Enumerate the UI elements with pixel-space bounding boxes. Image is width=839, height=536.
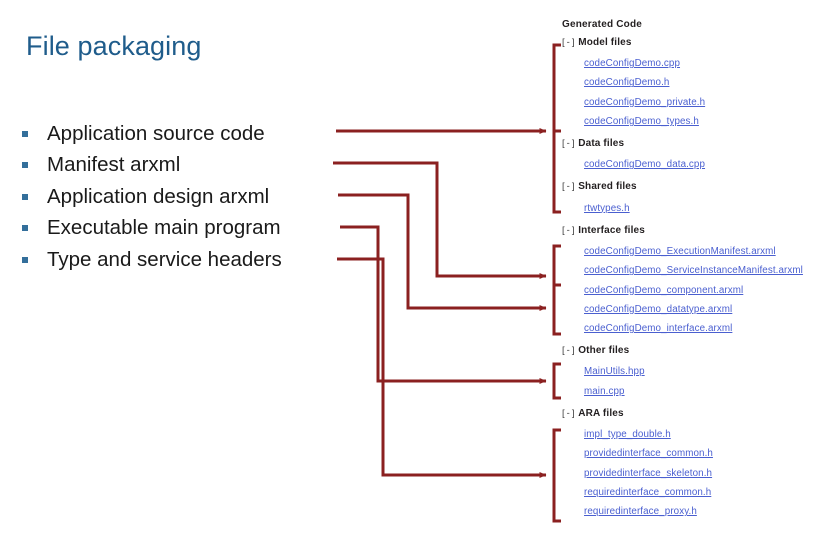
bracket-ara — [552, 428, 561, 523]
tree-group-label: Interface files — [578, 224, 645, 236]
list-item-label: Executable main program — [47, 216, 281, 239]
collapse-toggle-icon[interactable]: [ - ] — [562, 345, 575, 357]
bracket-interface — [552, 244, 561, 336]
tree-file-item[interactable]: impl_type_double.h — [562, 425, 837, 444]
list-item-label: Application design arxml — [47, 184, 270, 208]
file-link[interactable]: codeConfigDemo.cpp — [584, 58, 681, 70]
list-item: Executable main program — [22, 213, 342, 245]
tree-file-item[interactable]: main.cpp — [562, 382, 837, 401]
bullet-square-icon — [22, 162, 28, 169]
bullet-square-icon — [22, 225, 28, 232]
tree-group-other-files: [ - ] Other files MainUtils.hpp main.cpp — [562, 345, 837, 401]
tree-group-model-files: [ - ] Model files codeConfigDemo.cpp cod… — [562, 37, 837, 131]
collapse-toggle-icon[interactable]: [ - ] — [562, 138, 575, 150]
bullet-square-icon — [22, 193, 28, 200]
tree-file-item[interactable]: codeConfigDemo_data.cpp — [562, 155, 837, 174]
file-link[interactable]: codeConfigDemo_component.arxml — [584, 284, 744, 296]
bullet-square-icon — [22, 130, 28, 137]
tree-group-label: Other files — [578, 345, 630, 357]
tree-group-ara-files: [ - ] ARA files impl_type_double.h provi… — [562, 408, 837, 521]
tree-group-label: Data files — [578, 138, 625, 150]
collapse-toggle-icon[interactable]: [ - ] — [562, 181, 575, 193]
tree-file-item[interactable]: requiredinterface_proxy.h — [562, 502, 837, 521]
tree-group-interface-files: [ - ] Interface files codeConfigDemo_Exe… — [562, 225, 837, 338]
list-item: Type and service headers — [22, 244, 342, 276]
tree-file-item[interactable]: providedinterface_common.h — [562, 444, 837, 463]
list-item-label: Type and service headers — [47, 247, 282, 271]
connector-main-program — [340, 225, 547, 384]
file-link[interactable]: MainUtils.hpp — [584, 366, 645, 378]
tree-group-header[interactable]: [ - ] Other files — [562, 345, 837, 362]
tree-group-data-files: [ - ] Data files codeConfigDemo_data.cpp — [562, 138, 837, 174]
file-link[interactable]: requiredinterface_common.h — [584, 486, 712, 498]
list-item: Manifest arxml — [22, 150, 342, 182]
tree-group-header[interactable]: [ - ] Shared files — [562, 181, 837, 198]
generated-code-tree: Generated Code [ - ] Model files codeCon… — [562, 19, 837, 522]
list-item-label: Application source code — [47, 121, 265, 145]
tree-file-item[interactable]: codeConfigDemo.h — [562, 73, 837, 92]
list-item: Application source code — [22, 118, 342, 150]
file-link[interactable]: codeConfigDemo_ServiceInstanceManifest.a… — [584, 265, 803, 277]
file-link[interactable]: providedinterface_skeleton.h — [584, 467, 713, 479]
tree-file-item[interactable]: providedinterface_skeleton.h — [562, 463, 837, 482]
bracket-model-data-shared — [552, 43, 561, 214]
tree-group-label: ARA files — [578, 407, 624, 419]
tree-group-header[interactable]: [ - ] Model files — [562, 37, 837, 54]
tree-file-item[interactable]: rtwtypes.h — [562, 198, 837, 217]
tree-file-item[interactable]: codeConfigDemo_datatype.arxml — [562, 300, 837, 319]
tree-file-item[interactable]: codeConfigDemo_types.h — [562, 112, 837, 131]
file-link[interactable]: codeConfigDemo_types.h — [584, 116, 699, 128]
tree-file-item[interactable]: codeConfigDemo_interface.arxml — [562, 319, 837, 338]
connector-manifest — [333, 161, 547, 279]
tree-group-label: Model files — [578, 37, 632, 48]
file-link[interactable]: codeConfigDemo_data.cpp — [584, 159, 706, 171]
file-link[interactable]: codeConfigDemo.h — [584, 77, 670, 89]
collapse-toggle-icon[interactable]: [ - ] — [562, 37, 575, 48]
tree-file-item[interactable]: codeConfigDemo.cpp — [562, 54, 837, 73]
list-item: Application design arxml — [22, 181, 342, 213]
connector-design-arxml — [338, 193, 547, 311]
file-link[interactable]: rtwtypes.h — [584, 202, 630, 214]
file-link[interactable]: codeConfigDemo_interface.arxml — [584, 323, 733, 335]
file-link[interactable]: codeConfigDemo_datatype.arxml — [584, 303, 733, 315]
file-link[interactable]: providedinterface_common.h — [584, 448, 713, 460]
bullet-list: Application source code Manifest arxml A… — [22, 118, 342, 276]
tree-group-header[interactable]: [ - ] ARA files — [562, 408, 837, 425]
bullet-square-icon — [22, 256, 28, 263]
tree-root-label: Generated Code — [562, 19, 643, 30]
tree-file-item[interactable]: codeConfigDemo_ServiceInstanceManifest.a… — [562, 261, 837, 280]
connector-type-headers — [337, 257, 547, 478]
tree-file-item[interactable]: requiredinterface_common.h — [562, 483, 837, 502]
file-link[interactable]: main.cpp — [584, 385, 625, 397]
tree-group-shared-files: [ - ] Shared files rtwtypes.h — [562, 181, 837, 217]
file-link[interactable]: requiredinterface_proxy.h — [584, 506, 697, 518]
tree-file-item[interactable]: codeConfigDemo_private.h — [562, 93, 837, 112]
tree-group-header[interactable]: [ - ] Interface files — [562, 225, 837, 242]
tree-group-header[interactable]: [ - ] Data files — [562, 138, 837, 155]
tree-file-item[interactable]: MainUtils.hpp — [562, 362, 837, 381]
list-item-label: Manifest arxml — [47, 153, 181, 176]
file-link[interactable]: codeConfigDemo_private.h — [584, 96, 706, 108]
tree-file-item[interactable]: codeConfigDemo_component.arxml — [562, 280, 837, 299]
tree-group-label: Shared files — [578, 181, 637, 193]
bracket-other — [552, 362, 561, 400]
collapse-toggle-icon[interactable]: [ - ] — [562, 407, 575, 419]
file-link[interactable]: codeConfigDemo_ExecutionManifest.arxml — [584, 245, 776, 257]
collapse-toggle-icon[interactable]: [ - ] — [562, 224, 575, 236]
tree-file-item[interactable]: codeConfigDemo_ExecutionManifest.arxml — [562, 242, 837, 261]
file-link[interactable]: impl_type_double.h — [584, 429, 671, 440]
page-title: File packaging — [26, 31, 202, 61]
